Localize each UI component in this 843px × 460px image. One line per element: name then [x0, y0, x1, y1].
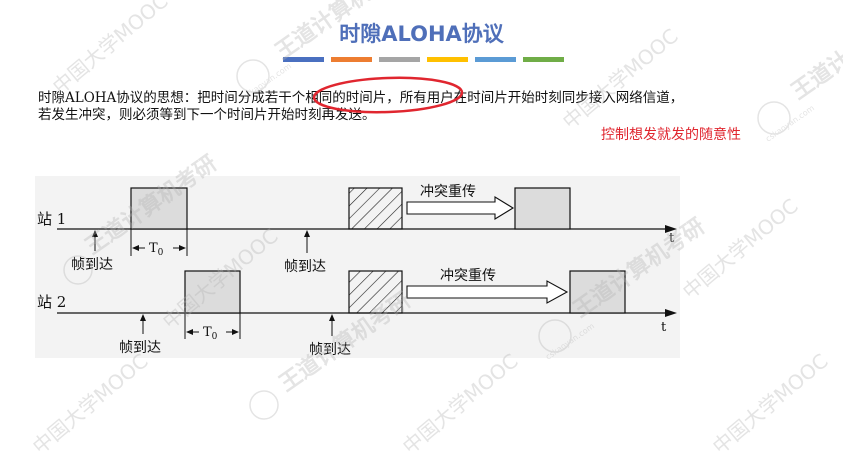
- station-1-t0-label: T0: [149, 241, 164, 258]
- station-2-t0-right-arrowhead: [232, 329, 239, 335]
- station-2-axis-label: t: [661, 320, 667, 335]
- station-2-arrival-1-label: 帧到达: [119, 340, 161, 356]
- station-2-label: 站 2: [37, 293, 66, 311]
- description: 时隙ALOHA协议的思想：把时间分成若干个相同的时间片，所有用户在时间片开始时刻…: [38, 90, 828, 124]
- station-2-t0-label: T0: [203, 325, 218, 342]
- station-1-axis-label: t: [669, 231, 675, 246]
- color-bar-segment-5: [475, 57, 516, 62]
- watermark-logo-icon: [236, 59, 270, 93]
- station-1-arrival-1-arrowhead: [92, 230, 98, 237]
- station-1-collision-frame: [348, 187, 403, 230]
- description-line-2: 若发生冲突，则必须等到下一个时间片开始时刻再发送。: [38, 107, 376, 123]
- station-1-retransmit-label: 冲突重传: [420, 184, 476, 200]
- station-2-arrival-2-label: 帧到达: [309, 342, 351, 358]
- station-2-arrival-2-arrowhead: [329, 314, 335, 321]
- annotation-note: 控制想发就发的随意性: [601, 127, 741, 143]
- station-1-frame-1: [130, 187, 188, 230]
- color-bar-segment-4: [427, 57, 468, 62]
- station-1-retransmit-arrow: [406, 196, 515, 220]
- watermark-mooc: 中国大学MOOC: [678, 194, 803, 304]
- station-2-retransmit-label: 冲突重传: [440, 268, 496, 284]
- description-line-1: 时隙ALOHA协议的思想：把时间分成若干个相同的时间片，所有用户在时间片开始时刻…: [38, 90, 684, 106]
- station-1-arrival-2-arrowhead: [304, 230, 310, 237]
- station-2-t0-left-arrowhead: [186, 329, 193, 335]
- station-1-t0-right-arrowhead: [179, 245, 186, 251]
- slide-title: 时隙ALOHA协议: [339, 22, 504, 46]
- watermark-mooc: 中国大学MOOC: [708, 349, 833, 459]
- station-2-retransmit-arrow: [406, 280, 569, 304]
- station-2-collision-frame: [348, 270, 403, 314]
- watermark-mooc: 中国大学MOOC: [28, 349, 153, 459]
- color-bar-segment-3: [379, 57, 420, 62]
- watermark-mooc: 中国大学MOOC: [398, 349, 523, 459]
- color-bar-segment-6: [523, 57, 564, 62]
- station-1-arrival-2-label: 帧到达: [284, 259, 326, 275]
- color-bar-segment-1: [283, 57, 324, 62]
- station-2-frame-1: [184, 270, 241, 314]
- station-2-axis-arrowhead: [665, 309, 677, 317]
- watermark-mooc: 中国大学MOOC: [48, 0, 173, 99]
- station-1-label: 站 1: [37, 210, 66, 228]
- station-2-arrival-1-arrowhead: [140, 314, 146, 321]
- station-1-axis-arrowhead: [665, 225, 677, 233]
- station-1-retransmit-frame: [514, 187, 571, 230]
- watermark-logo-icon: [249, 390, 279, 420]
- slotted-aloha-diagram: 站 1 t 冲突重传 帧到达 帧到达 T0 站 2 t 冲突重传 帧到达 帧到达…: [35, 176, 680, 358]
- station-1-arrival-1-label: 帧到达: [71, 257, 113, 273]
- color-bar-segment-2: [331, 57, 372, 62]
- station-1-t0-left-arrowhead: [132, 245, 139, 251]
- station-2-retransmit-frame: [569, 270, 626, 314]
